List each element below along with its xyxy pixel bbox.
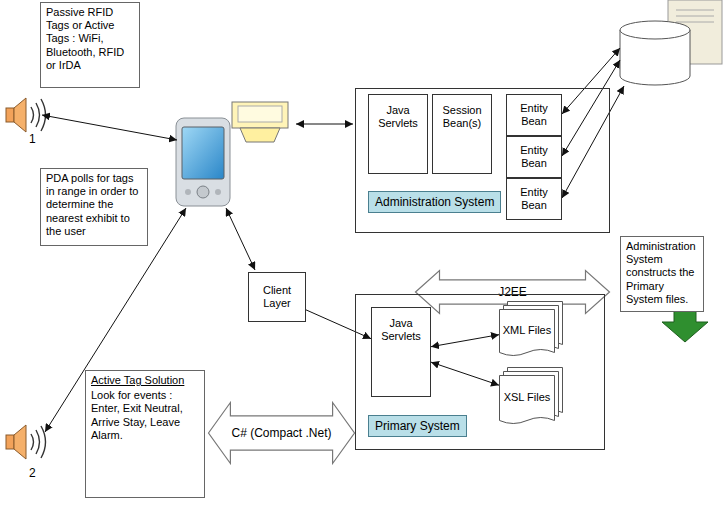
text-block: PDA polls for tags in range in order to … — [46, 172, 142, 238]
text-block: XML Files — [499, 309, 555, 353]
file-stack: XSL Files — [499, 367, 563, 425]
text-block: Administration System — [368, 191, 501, 213]
text-block: Entity Bean — [511, 144, 557, 170]
text-block: Java Servlets — [373, 104, 423, 130]
text-block: Java Servlets — [376, 317, 426, 343]
node-text: Java Servlets — [376, 317, 426, 343]
note-heading: Active Tag Solution — [91, 374, 199, 387]
text-block: Administration System constructs the Pri… — [626, 240, 698, 306]
link-line — [296, 124, 353, 125]
node-text: Java Servlets — [373, 104, 423, 130]
connector — [431, 362, 499, 385]
connector — [306, 310, 371, 339]
note-box: Passive RFID Tags or Active Tags : WiFi,… — [40, 2, 140, 88]
node-text: Session Bean(s) — [437, 104, 487, 130]
component-box: Entity Bean — [506, 136, 562, 178]
text-block: Primary System — [368, 415, 467, 437]
text-block: Active Tag SolutionLook for events : Ent… — [91, 374, 199, 442]
node-text: Administration System constructs the Pri… — [626, 240, 698, 306]
component-box: Client Layer — [248, 272, 306, 322]
note-box: PDA polls for tags in range in order to … — [40, 168, 148, 246]
tag-speaker — [6, 98, 46, 132]
text-block: Entity Bean — [511, 186, 557, 212]
node-text: C# (Compact .Net) — [231, 426, 331, 440]
tag-speaker — [6, 425, 46, 459]
db-link — [562, 48, 620, 114]
text-block: Client Layer — [253, 284, 301, 310]
callout-number: 2 — [29, 466, 36, 480]
admin-terminal — [232, 102, 288, 142]
db-link — [562, 86, 624, 198]
connector — [431, 335, 499, 347]
component-box: Java Servlets — [368, 94, 428, 174]
database-cylinder — [620, 21, 690, 85]
callout-number: 1 — [29, 132, 36, 146]
system-box: Java Servlets XML FilesXSL FilesPrimary S… — [355, 294, 605, 450]
signal-line — [42, 115, 177, 140]
node-text: Primary System — [375, 419, 460, 433]
link-line — [226, 208, 255, 270]
component-box: Entity Bean — [506, 178, 562, 220]
node-text: Administration System — [375, 195, 494, 209]
node-text: PDA polls for tags in range in order to … — [46, 172, 142, 238]
text-block: Session Bean(s) — [437, 104, 487, 130]
text-block: Entity Bean — [511, 102, 557, 128]
node-text: XSL Files — [504, 391, 551, 404]
node-text: J2EE — [498, 285, 527, 299]
text-block: C# (Compact .Net) — [230, 402, 333, 464]
block-arrow: C# (Compact .Net) — [208, 402, 355, 464]
note-box: Active Tag SolutionLook for events : Ent… — [85, 370, 205, 498]
node-text: Entity Bean — [511, 144, 557, 170]
node-text: XML Files — [503, 324, 552, 337]
text-block: Passive RFID Tags or Active Tags : WiFi,… — [46, 6, 134, 72]
pda-device — [176, 118, 230, 206]
node-text: Entity Bean — [511, 186, 557, 212]
note-box: Administration System constructs the Pri… — [620, 236, 704, 312]
system-box: Java ServletsSession Bean(s)Entity BeanE… — [355, 88, 610, 233]
node-text: Client Layer — [253, 284, 301, 310]
file-stack: XML Files — [499, 301, 563, 357]
text-block: XSL Files — [499, 375, 555, 421]
component-box: Entity Bean — [506, 94, 562, 136]
node-text: Entity Bean — [511, 102, 557, 128]
node-text: Look for events : Enter, Exit Neutral, A… — [91, 389, 199, 442]
component-box: Java Servlets — [371, 307, 431, 397]
node-text: Passive RFID Tags or Active Tags : WiFi,… — [46, 6, 134, 72]
component-box: Session Bean(s) — [432, 94, 492, 174]
